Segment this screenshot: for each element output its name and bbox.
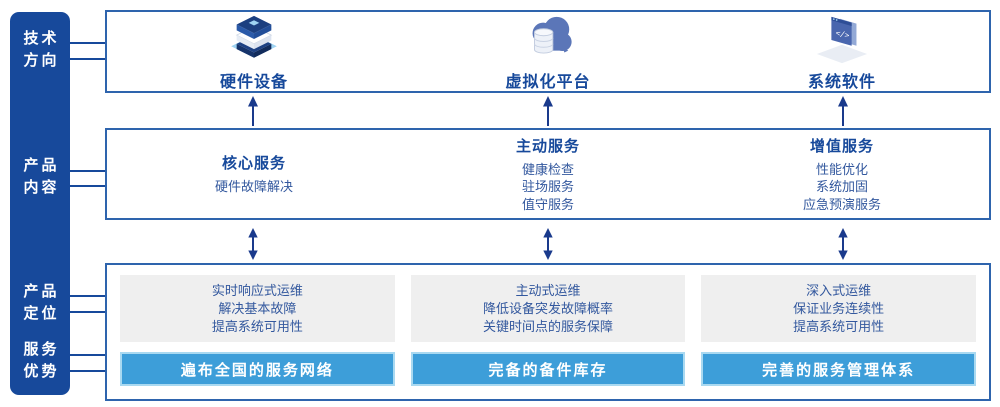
- product-position-box: 实时响应式运维 解决基本故障 提高系统可用性 遍布全国的服务网络 主动式运维 降…: [105, 263, 991, 401]
- position-point: 提高系统可用性: [211, 318, 303, 334]
- connector-line: [68, 354, 106, 356]
- code-window-icon: </>: [811, 12, 873, 66]
- service-title: 主动服务: [515, 137, 580, 155]
- position-point: 降低设备突发故障概率: [483, 300, 614, 316]
- position-panel: 实时响应式运维 解决基本故障 提高系统可用性: [120, 275, 395, 343]
- connector-line: [68, 311, 106, 313]
- double-arrow-icon: [836, 228, 850, 260]
- sidebar-item-service-advantage: 服务 优势: [10, 339, 70, 383]
- position-col-2: 主动式运维 降低设备突发故障概率 关键时间点的服务保障 完备的备件库存: [410, 275, 686, 386]
- advantage-bar: 完善的服务管理体系: [701, 352, 977, 386]
- connector-line: [68, 185, 106, 187]
- position-point: 实时响应式运维: [211, 282, 303, 298]
- tech-label: 硬件设备: [219, 73, 288, 91]
- advantage-bar: 遍布全国的服务网络: [120, 352, 395, 386]
- sidebar-item-product-position: 产品 定位: [10, 281, 70, 325]
- position-point: 提高系统可用性: [793, 318, 885, 334]
- tech-col-software: </> 系统软件: [695, 12, 989, 91]
- position-panel: 深入式运维 保证业务连续性 提高系统可用性: [701, 275, 977, 343]
- tech-direction-box: 硬件设备 虚拟化平台: [105, 10, 991, 93]
- sidebar-label-line: 优势: [23, 363, 60, 380]
- sidebar-label-line: 内容: [23, 179, 60, 196]
- cloud-database-icon: [517, 12, 579, 66]
- tech-col-virtualization: 虚拟化平台: [401, 12, 695, 91]
- position-col-3: 深入式运维 保证业务连续性 提高系统可用性 完善的服务管理体系: [701, 275, 977, 386]
- service-col-proactive: 主动服务 健康检查 驻场服务 值守服务: [401, 130, 695, 218]
- position-point: 解决基本故障: [218, 300, 297, 316]
- tech-label: 虚拟化平台: [505, 73, 591, 91]
- tech-label: 系统软件: [807, 73, 876, 91]
- advantage-bar: 完备的备件库存: [410, 352, 686, 386]
- up-arrow-icon: [836, 96, 850, 127]
- service-item: 应急预演服务: [802, 196, 881, 212]
- service-item: 硬件故障解决: [214, 179, 293, 195]
- position-panel: 主动式运维 降低设备突发故障概率 关键时间点的服务保障: [410, 275, 686, 343]
- sidebar-label-line: 定位: [23, 305, 60, 322]
- connector-line: [68, 370, 106, 372]
- service-col-value-added: 增值服务 性能优化 系统加固 应急预演服务: [695, 130, 989, 218]
- sidebar-label-line: 方向: [23, 52, 60, 69]
- sidebar-label-line: 产品: [23, 283, 60, 300]
- double-arrow-icon: [541, 228, 555, 260]
- sidebar-item-tech-direction: 技术 方向: [10, 28, 70, 72]
- connector-line: [68, 42, 106, 44]
- position-point: 主动式运维: [515, 282, 581, 298]
- connector-line: [68, 170, 106, 172]
- service-item: 性能优化: [815, 161, 868, 177]
- position-point: 关键时间点的服务保障: [483, 318, 614, 334]
- position-point: 深入式运维: [806, 282, 872, 298]
- sidebar-label-line: 服务: [23, 341, 60, 358]
- server-stack-icon: [223, 12, 285, 66]
- service-item: 健康检查: [521, 161, 574, 177]
- connector-line: [68, 295, 106, 297]
- sidebar-item-product-content: 产品 内容: [10, 155, 70, 199]
- sidebar: 技术 方向 产品 内容 产品 定位 服务 优势: [10, 12, 70, 395]
- service-item: 系统加固: [815, 179, 868, 195]
- position-col-1: 实时响应式运维 解决基本故障 提高系统可用性 遍布全国的服务网络: [120, 275, 395, 386]
- up-arrow-icon: [541, 96, 555, 127]
- service-item: 驻场服务: [521, 179, 574, 195]
- service-title: 核心服务: [221, 155, 286, 173]
- sidebar-label-line: 产品: [23, 157, 60, 174]
- service-item: 值守服务: [521, 196, 574, 212]
- connector-line: [68, 58, 106, 60]
- svg-text:</>: </>: [835, 28, 851, 40]
- position-point: 保证业务连续性: [793, 300, 885, 316]
- tech-col-hardware: 硬件设备: [107, 12, 401, 91]
- product-content-box: 核心服务 硬件故障解决 主动服务 健康检查 驻场服务 值守服务 增值服务 性能优…: [105, 128, 991, 220]
- up-arrow-icon: [246, 96, 260, 127]
- service-title: 增值服务: [809, 137, 874, 155]
- service-col-core: 核心服务 硬件故障解决: [107, 130, 401, 218]
- double-arrow-icon: [246, 228, 260, 260]
- sidebar-label-line: 技术: [23, 30, 60, 47]
